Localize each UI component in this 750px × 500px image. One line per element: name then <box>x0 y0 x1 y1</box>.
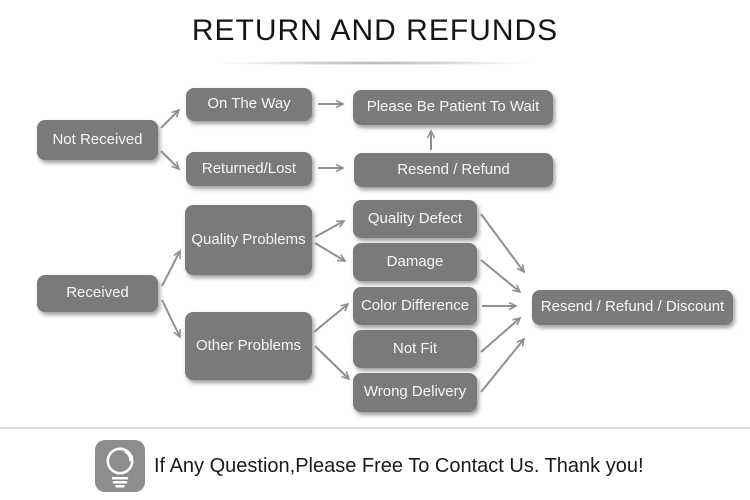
flow-node-label: Not Received <box>52 130 143 148</box>
flow-node-label: Quality Defect <box>367 209 463 227</box>
flow-node-other-problems: Other Problems <box>185 312 312 380</box>
flow-node-not-received: Not Received <box>37 120 158 160</box>
flow-node-received: Received <box>37 275 158 312</box>
flow-arrow-qualityproblems-damage <box>314 242 345 261</box>
flow-node-label: Other Problems <box>195 336 302 354</box>
flow-node-wrong-delivery: Wrong Delivery <box>353 373 477 412</box>
flow-node-resend-refund-discount: Resend / Refund / Discount <box>532 290 733 325</box>
flow-node-label: Color Difference <box>360 296 470 314</box>
flow-node-label: On The Way <box>207 95 291 113</box>
flow-node-label: Received <box>66 284 129 302</box>
flow-node-damage: Damage <box>353 243 477 281</box>
flow-node-quality-defect: Quality Defect <box>353 200 477 238</box>
flow-node-on-the-way: On The Way <box>186 88 312 121</box>
flow-arrow-otherproblems-colordifference <box>313 304 348 333</box>
flow-node-label: Resend / Refund / Discount <box>540 298 725 316</box>
flow-node-label: Damage <box>386 252 444 270</box>
flow-node-resend-refund: Resend / Refund <box>354 153 553 187</box>
footer-divider-line <box>0 427 750 429</box>
lightbulb-icon <box>106 447 134 488</box>
flow-node-label: Not Fit <box>392 339 438 357</box>
page-title: RETURN AND REFUNDS <box>191 14 559 47</box>
flow-arrow-notreceived-returnedlost <box>160 150 179 169</box>
flow-node-not-fit: Not Fit <box>353 330 477 368</box>
flow-node-returned-lost: Returned/Lost <box>186 152 312 186</box>
flow-node-please-be-patient: Please Be Patient To Wait <box>353 90 553 125</box>
flow-node-label: Quality Problems <box>191 230 306 248</box>
lightbulb-icon-badge <box>95 440 145 492</box>
flow-node-label: Wrong Delivery <box>363 383 467 401</box>
flow-arrow-notreceived-ontheway <box>160 110 179 129</box>
flow-node-quality-problems: Quality Problems <box>185 205 312 275</box>
flow-arrow-qualityproblems-qualitydefect <box>314 220 344 238</box>
flow-node-label: Please Be Patient To Wait <box>366 98 540 116</box>
flow-arrow-damage-discount <box>480 259 520 292</box>
flow-arrow-received-otherproblems <box>161 299 181 337</box>
flow-arrow-notfit-discount <box>480 318 520 353</box>
flow-arrow-received-qualityproblems <box>161 251 181 287</box>
contact-message: If Any Question,Please Free To Contact U… <box>154 454 644 477</box>
flow-arrow-wrongdelivery-discount <box>480 339 524 393</box>
flow-arrow-otherproblems-wrongdelivery <box>314 345 349 379</box>
title-underline-shadow <box>160 60 590 66</box>
flow-arrow-qualitydefect-discount <box>480 213 524 272</box>
flow-node-color-difference: Color Difference <box>353 287 477 325</box>
flow-node-label: Returned/Lost <box>201 159 297 177</box>
flow-node-label: Resend / Refund <box>397 160 510 178</box>
